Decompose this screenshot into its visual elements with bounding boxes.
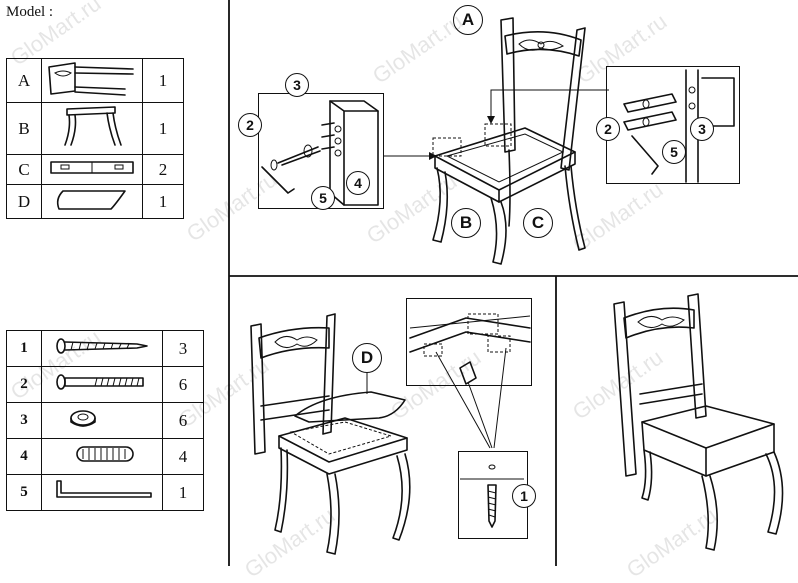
parts-row: A 1: [6, 58, 184, 103]
hardware-label: 1: [6, 330, 42, 367]
step2-illustration: [250, 313, 411, 555]
hardware-qty: 1: [162, 474, 204, 511]
callout-d: D: [352, 343, 382, 373]
panel-dividers: [228, 0, 798, 566]
hardware-table: 1 3 2 6 3 6: [6, 330, 204, 511]
hardware-row: 2 6: [6, 366, 204, 403]
hardware-row: 5 1: [6, 474, 204, 511]
step1-illustration: [384, 17, 609, 265]
detail-screw-illustration: [460, 464, 524, 528]
parts-table: A 1 B 1 C: [6, 58, 184, 219]
callout-2-right: 2: [596, 117, 620, 141]
part-qty: 1: [142, 184, 184, 219]
part-label: D: [6, 184, 42, 219]
hardware-label: 2: [6, 366, 42, 403]
detail-right-illustration: [623, 69, 735, 183]
leader-lines: [435, 347, 507, 449]
side-rail-icon: [41, 154, 143, 185]
part-label: B: [6, 102, 42, 155]
parts-row: D 1: [6, 184, 184, 219]
callout-3-right: 3: [690, 117, 714, 141]
detail-seat-illustration: [409, 313, 531, 385]
callout-5-left: 5: [311, 186, 335, 210]
chair-back-icon: [41, 58, 143, 103]
callout-4-left: 4: [346, 171, 370, 195]
hardware-row: 3 6: [6, 402, 204, 439]
callout-b: B: [451, 208, 481, 238]
parts-row: B 1: [6, 102, 184, 155]
callout-5-right: 5: [662, 140, 686, 164]
parts-row: C 2: [6, 154, 184, 185]
model-label: Model :: [6, 4, 54, 20]
hardware-label: 5: [6, 474, 42, 511]
seat-cushion-icon: [41, 184, 143, 219]
hardware-qty: 6: [162, 366, 204, 403]
hardware-row: 1 3: [6, 330, 204, 367]
front-legs-frame-icon: [41, 102, 143, 155]
callout-a: A: [453, 5, 483, 35]
part-qty: 1: [142, 102, 184, 155]
allen-key-icon: [41, 474, 163, 511]
hardware-qty: 6: [162, 402, 204, 439]
step3-illustration: [613, 293, 784, 551]
callout-1: 1: [512, 484, 536, 508]
callout-3-left: 3: [285, 73, 309, 97]
callout-c: C: [523, 208, 553, 238]
callout-2-left: 2: [238, 113, 262, 137]
spring-washer-icon: [41, 402, 163, 439]
wood-screw-icon: [41, 330, 163, 367]
